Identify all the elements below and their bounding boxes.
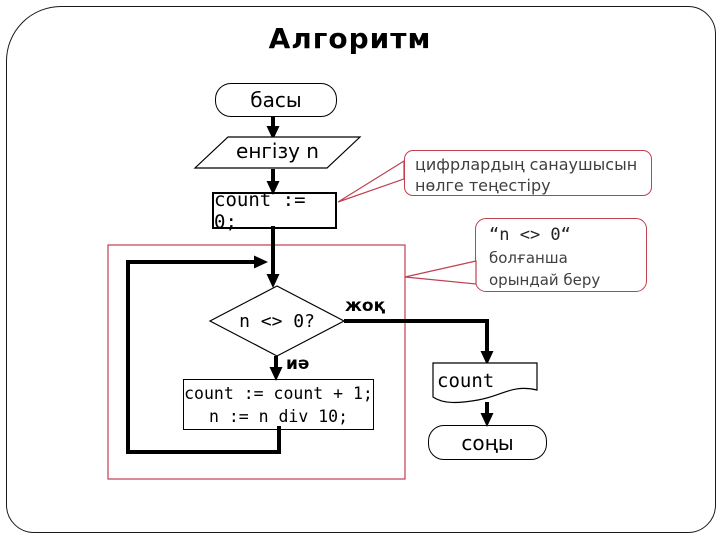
branch-no-label: жоқ (345, 296, 386, 316)
body-line-1: count := count + 1; (184, 384, 373, 403)
input-parallelogram-label: енгізу n (236, 139, 319, 163)
callout-init-line-2: нөлге теңестіру (415, 176, 551, 195)
callout-loop-note: “n <> 0“ болғанша орындай беру (475, 218, 647, 292)
callout-loop-line-1: “n <> 0“ (489, 225, 571, 245)
end-label: соңы (461, 430, 514, 455)
callout-loop-line-2: болғанша (489, 249, 568, 267)
flowchart-start-terminator: басы (215, 83, 337, 117)
init-process-box: count := 0; (212, 189, 337, 233)
flowchart-end-terminator: соңы (428, 425, 547, 460)
slide-border (6, 6, 716, 533)
init-label: count := 0; (214, 188, 306, 233)
loop-body-process-box: count := count + 1; n := n div 10; (183, 379, 374, 430)
callout-loop-line-3: орындай беру (489, 271, 601, 289)
start-label: басы (250, 88, 302, 112)
output-document-label: count (437, 370, 495, 392)
branch-yes-label: иә (286, 354, 310, 374)
condition-diamond-label: n <> 0? (239, 311, 315, 332)
callout-init-note: цифрлардың санаушысын нөлге теңестіру (404, 150, 652, 196)
callout-init-line-1: цифрлардың санаушысын (415, 155, 638, 174)
slide-title: Алгоритм (268, 22, 432, 55)
body-line-2: n := n div 10; (208, 407, 349, 426)
